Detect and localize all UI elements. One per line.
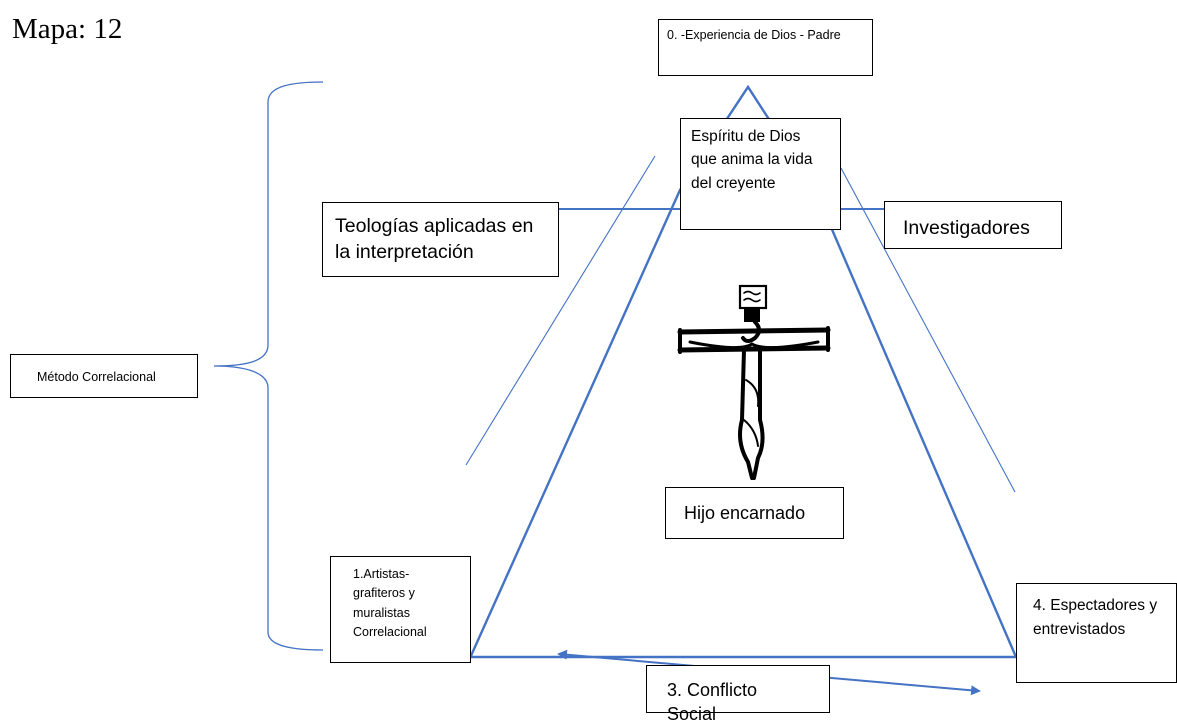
box-conflicto-social: 3. Conflicto Social (646, 665, 830, 724)
box-investigadores: Investigadores (884, 201, 1062, 249)
crucifix-icon (677, 284, 831, 480)
curly-brace (213, 81, 324, 651)
right-thin-line (840, 167, 1016, 493)
box-teologias: Teologías aplicadas en la interpretación (322, 202, 559, 277)
box-espiritu-de-dios: Espíritu de Dios que anima la vida del c… (680, 118, 841, 230)
page-title: Mapa: 12 (12, 13, 123, 45)
box-metodo-correlacional: Método Correlacional (10, 354, 198, 398)
box-artistas: 1.Artistas-grafiteros y muralistas Corre… (330, 556, 471, 663)
box-hijo-encarnado: Hijo encarnado (665, 487, 844, 539)
box-experiencia-padre: 0. -Experiencia de Dios - Padre (658, 19, 873, 76)
box-espectadores: 4. Espectadores y entrevistados (1016, 583, 1177, 683)
